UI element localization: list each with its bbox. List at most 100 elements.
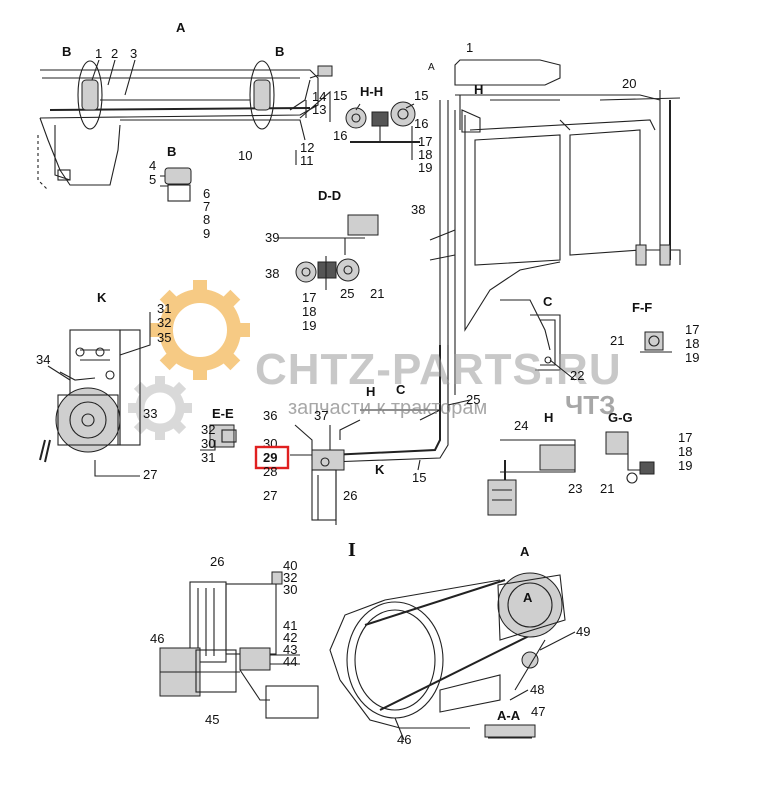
callout-39: 39 (265, 230, 279, 245)
callout-49: 49 (576, 624, 590, 639)
callout-38a: 38 (411, 202, 425, 217)
callout-labels: 1 2 3 4 5 6 7 8 9 10 11 12 13 14 1 15 15… (36, 40, 699, 747)
callout-6: 6 (203, 186, 210, 201)
callout-30b: 30 (263, 436, 277, 451)
callout-43: 43 (283, 642, 297, 657)
section-label-h: H (544, 410, 553, 425)
callout-21c: 21 (600, 481, 614, 496)
callout-2: 2 (111, 46, 118, 61)
section-label-a: A (176, 20, 186, 35)
detail-b (160, 167, 192, 202)
callout-13: 13 (312, 102, 326, 117)
marker-b-left: B (62, 44, 71, 59)
callout-10: 10 (238, 148, 252, 163)
belt-drive (329, 572, 566, 739)
callout-19d: 19 (678, 458, 692, 473)
marker-b-right: B (275, 44, 284, 59)
section-ff (640, 331, 672, 353)
callout-1a: 1 (95, 46, 102, 61)
section-ee (200, 424, 237, 451)
callout-33: 33 (143, 406, 157, 421)
callout-40: 40 (283, 558, 297, 573)
callout-37: 37 (314, 408, 328, 423)
section-label-c: C (543, 294, 553, 309)
callout-46a: 46 (150, 631, 164, 646)
watermark-title: CHTZ-PARTS.RU (255, 345, 622, 394)
marker-a-cab: A (428, 62, 435, 73)
callout-30c: 30 (283, 582, 297, 597)
watermark-subtitle: запчасти к тракторам (288, 397, 487, 419)
callout-38b: 38 (265, 266, 279, 281)
callout-32a: 32 (157, 315, 171, 330)
watermark-brand: ЧТЗ (565, 390, 615, 420)
watermark-gear-icon (128, 280, 250, 440)
callout-4: 4 (149, 158, 156, 173)
callout-21a: 21 (370, 286, 384, 301)
marker-k-low: K (375, 462, 385, 477)
section-label-ee: E-E (212, 406, 234, 421)
callout-5: 5 (149, 172, 156, 187)
section-label-i: I (348, 539, 356, 561)
callout-18b: 18 (302, 304, 316, 319)
marker-c-low: C (396, 382, 406, 397)
section-label-k: K (97, 290, 107, 305)
callout-32c: 32 (283, 570, 297, 585)
section-label-ff: F-F (632, 300, 652, 315)
callout-44: 44 (283, 654, 297, 669)
callout-29-highlighted[interactable]: 29 (263, 450, 277, 465)
callout-28: 28 (263, 464, 277, 479)
callout-25a: 25 (340, 286, 354, 301)
callout-18c: 18 (685, 336, 699, 351)
section-label-hh: H-H (360, 84, 383, 99)
marker-a-center: A (523, 590, 533, 605)
callout-16a: 16 (333, 128, 347, 143)
view-i-pulley (159, 571, 319, 719)
section-label-gg: G-G (608, 410, 633, 425)
callout-47: 47 (531, 704, 545, 719)
callout-48: 48 (530, 682, 544, 697)
callout-9: 9 (203, 226, 210, 241)
callout-11: 11 (300, 153, 314, 168)
callout-18a: 18 (418, 147, 432, 162)
callout-17b: 17 (302, 290, 316, 305)
callout-27b: 27 (263, 488, 277, 503)
section-hh (345, 101, 420, 160)
callout-32b: 32 (201, 422, 215, 437)
callout-36: 36 (263, 408, 277, 423)
callout-19a: 19 (418, 160, 432, 175)
callout-34: 34 (36, 352, 50, 367)
callout-23: 23 (568, 481, 582, 496)
section-label-aa: A-A (497, 708, 521, 723)
callout-1b: 1 (466, 40, 473, 55)
callout-20: 20 (622, 76, 636, 91)
callout-45: 45 (205, 712, 219, 727)
callout-14: 14 (312, 89, 326, 104)
leader-lines (47, 59, 576, 741)
callout-15c: 15 (412, 470, 426, 485)
callout-16b: 16 (414, 116, 428, 131)
callout-31b: 31 (201, 450, 215, 465)
callout-26a: 26 (343, 488, 357, 503)
callout-31a: 31 (157, 301, 171, 316)
callout-8: 8 (203, 212, 210, 227)
callout-26b: 26 (210, 554, 224, 569)
section-gg (605, 431, 655, 484)
callout-22: 22 (570, 368, 584, 383)
callout-18d: 18 (678, 444, 692, 459)
callout-15a: 15 (333, 88, 347, 103)
callout-17d: 17 (678, 430, 692, 445)
callout-15b: 15 (414, 88, 428, 103)
callout-41: 41 (283, 618, 297, 633)
callout-19b: 19 (302, 318, 316, 333)
highlight-box (254, 445, 290, 470)
callout-17a: 17 (418, 134, 432, 149)
callout-24: 24 (514, 418, 528, 433)
section-label-b: B (167, 144, 176, 159)
callout-19c: 19 (685, 350, 699, 365)
marker-a-pulley: A (520, 544, 530, 559)
callout-12: 12 (300, 140, 314, 155)
callout-25b: 25 (466, 392, 480, 407)
marker-h-low: H (366, 384, 375, 399)
